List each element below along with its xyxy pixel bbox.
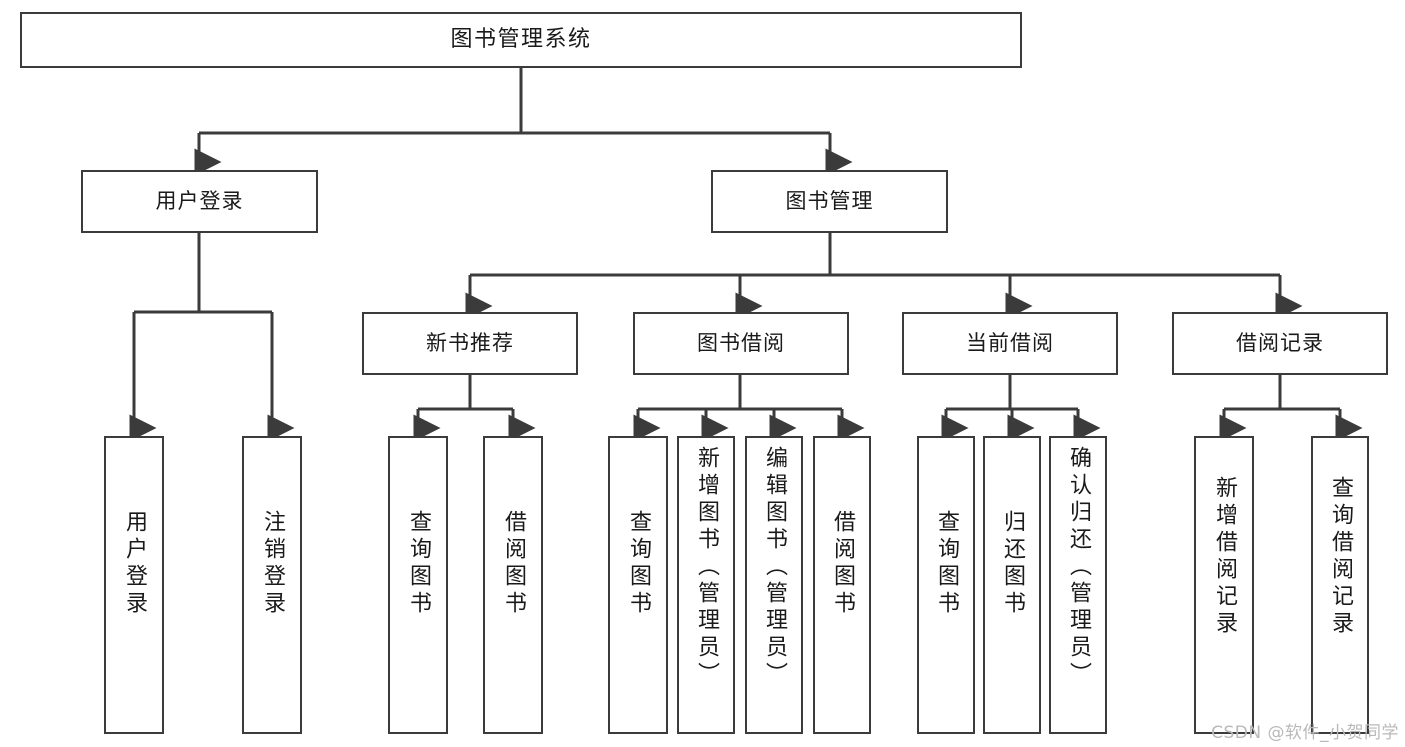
leaf-book-borrow-borrow[interactable]: 借阅图书 [813,436,871,734]
leaf-label: 新增图书（管理员） [694,446,719,689]
leaf-label: 用户登录 [122,510,147,618]
node-current-borrow[interactable]: 当前借阅 [902,312,1118,375]
leaf-user-login-logout[interactable]: 注销登录 [242,436,302,734]
leaf-label: 查询图书 [406,510,431,618]
node-current-borrow-label: 当前借阅 [966,331,1054,356]
leaf-borrow-record-add[interactable]: 新增借阅记录 [1194,436,1254,734]
leaf-label: 新增借阅记录 [1212,476,1237,638]
node-borrow-record[interactable]: 借阅记录 [1172,312,1388,375]
leaf-new-book-borrow[interactable]: 借阅图书 [483,436,543,734]
leaf-book-borrow-add[interactable]: 新增图书（管理员） [677,436,735,734]
leaf-label: 查询借阅记录 [1328,476,1353,638]
node-user-login-label: 用户登录 [155,189,244,214]
node-new-book-recommend-label: 新书推荐 [426,331,514,356]
leaf-label: 确认归还（管理员） [1066,446,1091,689]
leaf-book-borrow-query[interactable]: 查询图书 [608,436,668,734]
watermark: CSDN @软件_小贺同学 [1211,723,1399,743]
node-book-borrow-label: 图书借阅 [697,331,785,356]
node-root-label: 图书管理系统 [450,27,592,53]
leaf-current-borrow-confirm[interactable]: 确认归还（管理员） [1049,436,1107,734]
leaf-label: 查询图书 [626,510,651,618]
leaf-label: 查询图书 [934,510,959,618]
node-root[interactable]: 图书管理系统 [20,12,1022,68]
node-book-borrow[interactable]: 图书借阅 [633,312,849,375]
leaf-user-login-login[interactable]: 用户登录 [104,436,164,734]
node-user-login[interactable]: 用户登录 [81,170,318,233]
leaf-label: 编辑图书（管理员） [762,446,787,689]
node-book-management[interactable]: 图书管理 [711,170,948,233]
leaf-book-borrow-edit[interactable]: 编辑图书（管理员） [745,436,803,734]
leaf-current-borrow-return[interactable]: 归还图书 [983,436,1041,734]
node-book-management-label: 图书管理 [785,189,874,214]
leaf-label: 归还图书 [1000,510,1025,618]
node-borrow-record-label: 借阅记录 [1236,331,1324,356]
leaf-label: 注销登录 [260,510,285,618]
leaf-new-book-query[interactable]: 查询图书 [388,436,448,734]
leaf-current-borrow-query[interactable]: 查询图书 [917,436,975,734]
leaf-borrow-record-query[interactable]: 查询借阅记录 [1311,436,1369,734]
leaf-label: 借阅图书 [501,510,526,618]
leaf-label: 借阅图书 [830,510,855,618]
node-new-book-recommend[interactable]: 新书推荐 [362,312,578,375]
